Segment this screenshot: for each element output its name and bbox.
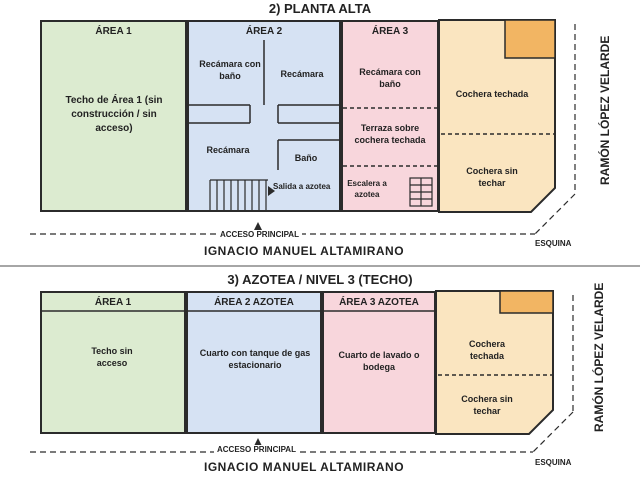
top-street-altamirano: IGNACIO MANUEL ALTAMIRANO: [204, 244, 405, 258]
top-acceso-principal-overlay: ACCESO PRINCIPAL: [217, 230, 302, 239]
bottom-street-velarde: RAMÓN LÓPEZ VELARDE: [592, 282, 606, 432]
top-area-2-salida: Salida a azotea: [273, 182, 331, 191]
bottom-corner-line: [532, 411, 574, 453]
top-area-3-header: ÁREA 3: [371, 26, 409, 37]
top-area-2-recamara-bano: Recámara con baño: [199, 59, 261, 81]
bottom-esquina: ESQUINA: [535, 458, 572, 467]
bottom-cochera-sin-techar-overlay: Cochera sin techar: [461, 394, 513, 416]
top-area-3: ÁREA 3 Recámara con baño Terraza sobre c…: [341, 20, 439, 212]
bottom-area-3-header: ÁREA 3 AZOTEA: [339, 297, 419, 308]
bottom-cochera-techada-overlay: Cochera techada: [468, 339, 505, 361]
bottom-area-2-label: Cuarto con tanque de gas estacionario: [199, 348, 311, 370]
top-esquina: ESQUINA: [535, 239, 572, 248]
bottom-area-2: ÁREA 2 AZOTEA Cuarto con tanque de gas e…: [186, 291, 322, 434]
top-cochera-techada-overlay: Cochera techada: [455, 89, 529, 99]
bottom-area-1-header: ÁREA 1: [94, 297, 132, 308]
top-corner-line: [534, 193, 576, 235]
top-acceso-arrow-icon: [254, 222, 262, 230]
top-area-1: ÁREA 1 Techo de Área 1 (sin construcción…: [40, 20, 187, 212]
bottom-area-1: ÁREA 1 Techo sin acceso: [40, 291, 186, 434]
bottom-area-3: ÁREA 3 AZOTEA Cuarto de lavado o bodega: [322, 291, 436, 434]
bottom-plan-title: 3) AZOTEA / NIVEL 3 (TECHO): [227, 272, 413, 287]
bottom-area-2-header: ÁREA 2 AZOTEA: [214, 297, 294, 308]
top-area-2-recamara-1: Recámara: [280, 69, 324, 79]
top-area-2-header: ÁREA 2: [245, 26, 283, 37]
bottom-acceso-principal-overlay: ACCESO PRINCIPAL: [214, 445, 299, 454]
top-area-3-escalera: Escalera a azotea: [347, 179, 387, 199]
bottom-street-altamirano: IGNACIO MANUEL ALTAMIRANO: [204, 460, 405, 474]
top-street-velarde: RAMÓN LÓPEZ VELARDE: [598, 35, 612, 185]
top-area-1-header: ÁREA 1: [95, 26, 132, 37]
top-area-3-terraza: Terraza sobre cochera techada: [354, 123, 426, 145]
top-area-3-recamara-bano: Recámara con baño: [359, 67, 421, 89]
top-area-2-recamara-2: Recámara: [206, 145, 250, 155]
bottom-area-1-label: Techo sin acceso: [91, 346, 133, 368]
top-area-1-label: Techo de Área 1 (sin construcción / sin …: [65, 95, 163, 134]
bottom-area-3-label: Cuarto de lavado o bodega: [338, 350, 420, 372]
top-cochera-sin-techar-overlay: Cochera sin techar: [466, 166, 518, 188]
top-area-2: ÁREA 2 Recámara con baño Recámara Recáma…: [187, 20, 341, 212]
top-plan-title: 2) PLANTA ALTA: [268, 1, 372, 16]
bottom-cochera-corner: [499, 290, 554, 314]
top-cochera-corner: [504, 19, 556, 59]
top-area-2-bano: Baño: [294, 153, 318, 163]
